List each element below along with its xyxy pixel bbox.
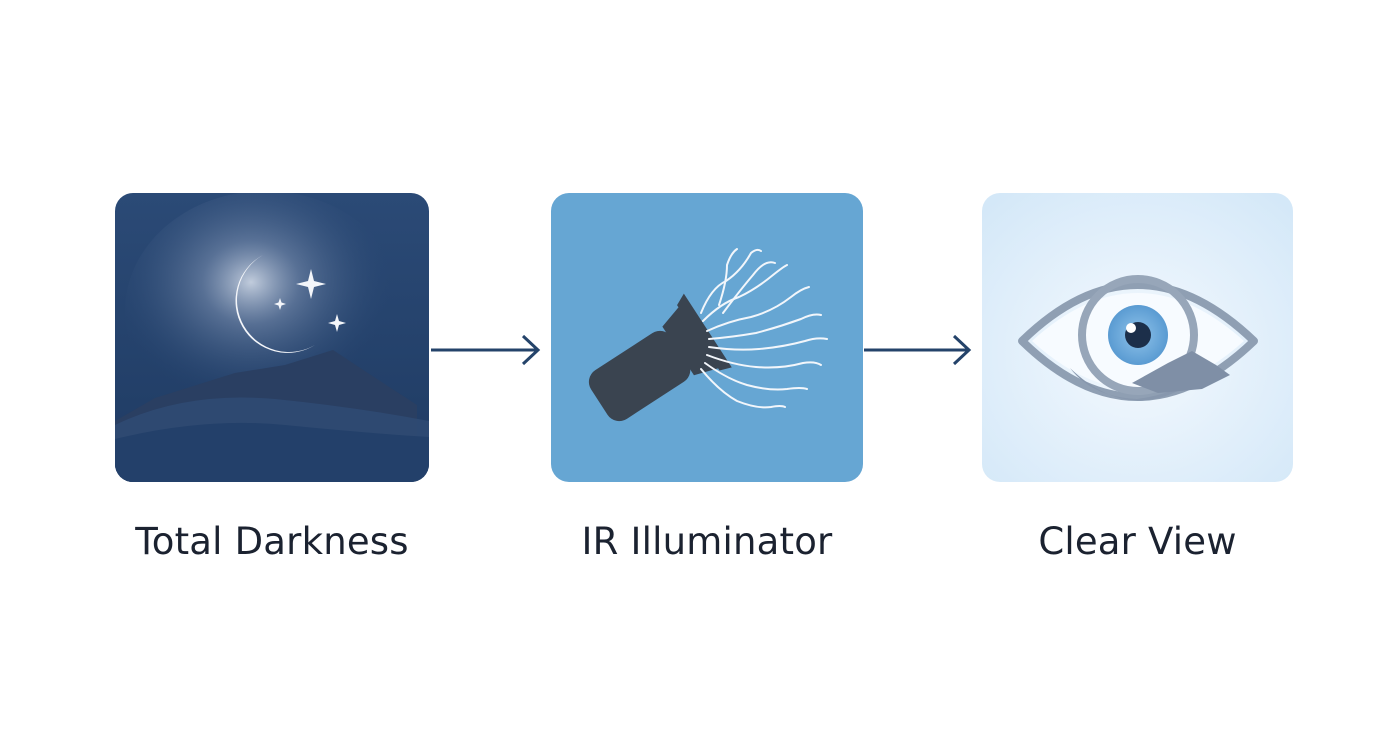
arrow-right-icon bbox=[431, 332, 543, 368]
clear-view-tile bbox=[982, 193, 1293, 482]
eye-icon bbox=[982, 193, 1293, 482]
flashlight-icon bbox=[551, 193, 863, 482]
moon-night-icon bbox=[115, 193, 429, 482]
step-label-total-darkness: Total Darkness bbox=[135, 520, 409, 563]
step-label-clear-view: Clear View bbox=[1038, 520, 1237, 563]
arrow-right-icon bbox=[864, 332, 974, 368]
total-darkness-tile bbox=[115, 193, 429, 482]
step-label-ir-illuminator: IR Illuminator bbox=[581, 520, 833, 563]
ir-illuminator-tile bbox=[551, 193, 863, 482]
